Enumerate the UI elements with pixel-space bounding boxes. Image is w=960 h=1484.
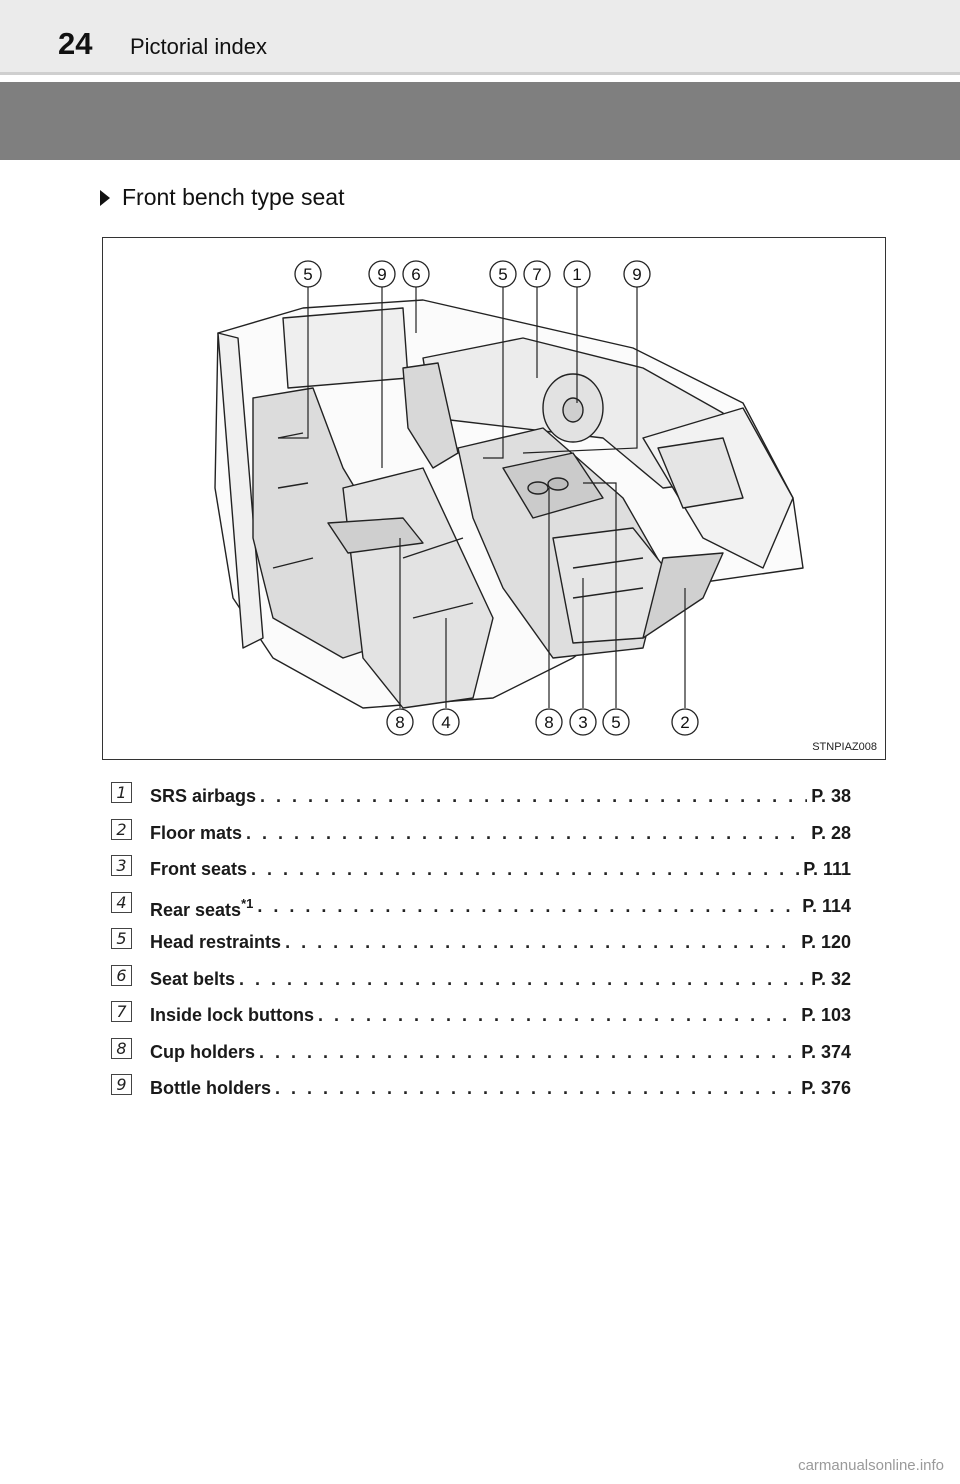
subheading: Front bench type seat <box>100 184 344 211</box>
index-label: Bottle holders <box>150 1078 272 1098</box>
footnote-marker: *1 <box>241 895 254 911</box>
index-number: 7 <box>111 1001 132 1022</box>
leader-dots: . . . . . . . . . . . . . . . . . . . . … <box>259 1041 797 1062</box>
index-label-text: Rear seats <box>150 899 242 920</box>
index-label: Cup holders <box>150 1041 256 1062</box>
index-number: 2 <box>111 818 132 840</box>
page-reference[interactable]: P. 114 <box>802 895 851 916</box>
page-reference[interactable]: P. 103 <box>801 1005 851 1025</box>
decorative-band <box>0 82 960 160</box>
section-title: Pictorial index <box>130 34 267 59</box>
index-label: Seat belts <box>150 968 236 989</box>
index-row: 1 SRS airbags. . . . . . . . . . . . . .… <box>111 782 851 819</box>
index-label: Front seats <box>150 859 248 879</box>
page-reference[interactable]: P. 120 <box>801 932 851 952</box>
callout-top-1: 5 <box>294 260 322 288</box>
callout-bottom-4: 3 <box>569 708 597 736</box>
svg-text:8: 8 <box>544 713 553 732</box>
page-reference[interactable]: P. 32 <box>811 968 851 989</box>
svg-text:4: 4 <box>441 713 450 732</box>
index-number: 5 <box>111 928 132 949</box>
index-row: 7 Inside lock buttons. . . . . . . . . .… <box>111 1001 851 1038</box>
svg-text:7: 7 <box>532 265 541 284</box>
index-label: Inside lock buttons <box>150 1005 315 1025</box>
figure-code: STNPIAZ008 <box>812 741 877 753</box>
callout-top-2: 9 <box>368 260 396 288</box>
svg-text:6: 6 <box>411 265 420 284</box>
interior-drawing: 5 9 6 5 7 1 9 8 4 8 3 5 2 <box>214 260 804 736</box>
index-number: 1 <box>111 782 132 803</box>
page-reference[interactable]: P. 28 <box>811 822 851 843</box>
svg-text:8: 8 <box>395 713 404 732</box>
index-row: 4 Rear seats*1. . . . . . . . . . . . . … <box>111 891 851 929</box>
index-number: 3 <box>111 855 132 876</box>
page-reference[interactable]: P. 374 <box>801 1041 851 1062</box>
page-reference[interactable]: P. 38 <box>811 786 851 806</box>
index-label: Head restraints <box>150 932 282 952</box>
svg-text:3: 3 <box>578 713 587 732</box>
callout-top-3: 6 <box>402 260 430 288</box>
callout-bottom-5: 5 <box>602 708 630 736</box>
arrow-right-icon <box>100 189 110 206</box>
index-row: 5 Head restraints. . . . . . . . . . . .… <box>111 928 851 965</box>
index-row: 9 Bottle holders. . . . . . . . . . . . … <box>111 1074 851 1111</box>
leader-dots: . . . . . . . . . . . . . . . . . . . . … <box>257 895 798 916</box>
index-number: 9 <box>111 1074 132 1095</box>
svg-text:5: 5 <box>611 713 620 732</box>
header-band: 24 Pictorial index <box>0 0 960 75</box>
leader-dots: . . . . . . . . . . . . . . . . . . . . … <box>318 1005 797 1025</box>
callout-top-6: 1 <box>563 260 591 288</box>
callout-bottom-3: 8 <box>535 708 563 736</box>
watermark: carmanualsonline.info <box>798 1457 944 1474</box>
index-number: 4 <box>111 891 132 913</box>
callout-bottom-1: 8 <box>386 708 414 736</box>
index-number: 6 <box>111 964 132 986</box>
leader-dots: . . . . . . . . . . . . . . . . . . . . … <box>285 932 797 952</box>
leader-dots: . . . . . . . . . . . . . . . . . . . . … <box>260 786 807 806</box>
page-reference[interactable]: P. 376 <box>801 1078 851 1098</box>
svg-text:1: 1 <box>572 265 581 284</box>
callout-bottom-6: 2 <box>671 708 699 736</box>
index-row: 2 Floor mats. . . . . . . . . . . . . . … <box>111 818 851 856</box>
index-row: 3 Front seats. . . . . . . . . . . . . .… <box>111 855 851 892</box>
callout-bottom-2: 4 <box>432 708 460 736</box>
subheading-text: Front bench type seat <box>122 184 345 210</box>
index-label: Floor mats <box>150 822 243 843</box>
svg-text:9: 9 <box>632 265 641 284</box>
callout-top-5: 7 <box>523 260 551 288</box>
page-number: 24 <box>58 26 93 61</box>
index-list: 1 SRS airbags. . . . . . . . . . . . . .… <box>111 782 851 1111</box>
svg-text:5: 5 <box>498 265 507 284</box>
leader-dots: . . . . . . . . . . . . . . . . . . . . … <box>246 822 807 843</box>
index-row: 8 Cup holders. . . . . . . . . . . . . .… <box>111 1037 851 1075</box>
svg-text:5: 5 <box>303 265 312 284</box>
index-row: 6 Seat belts. . . . . . . . . . . . . . … <box>111 964 851 1002</box>
callout-top-4: 5 <box>489 260 517 288</box>
leader-dots: . . . . . . . . . . . . . . . . . . . . … <box>251 859 799 879</box>
index-label: Rear seats*1 <box>150 896 253 921</box>
svg-text:9: 9 <box>377 265 386 284</box>
leader-dots: . . . . . . . . . . . . . . . . . . . . … <box>275 1078 797 1098</box>
leader-dots: . . . . . . . . . . . . . . . . . . . . … <box>239 968 808 989</box>
svg-text:2: 2 <box>680 713 689 732</box>
index-number: 8 <box>111 1037 132 1059</box>
callout-top-7: 9 <box>623 260 651 288</box>
interior-illustration: 5 9 6 5 7 1 9 8 4 8 3 5 2 STNPIAZ008 <box>102 237 886 760</box>
index-label: SRS airbags <box>150 786 257 806</box>
page-reference[interactable]: P. 111 <box>803 859 851 879</box>
